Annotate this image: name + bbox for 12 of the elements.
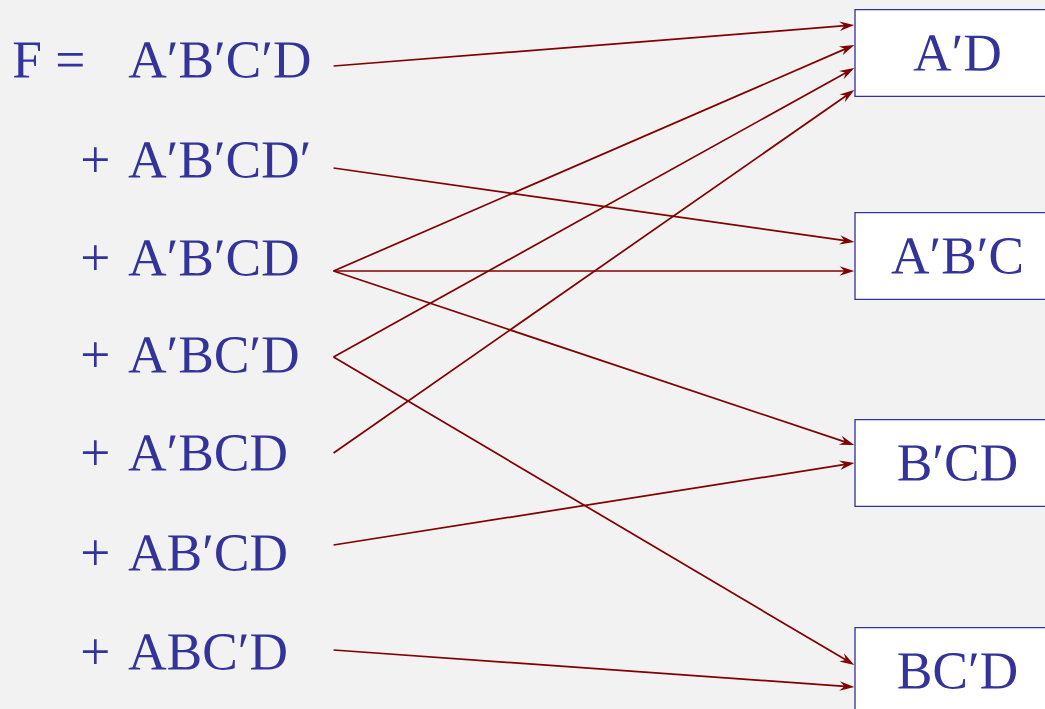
term-text: A′B′C′D: [128, 42, 310, 78]
term-box: A′D: [854, 9, 1045, 97]
term-text: + A′B′CD: [82, 240, 298, 276]
equation-label: F =: [13, 42, 83, 78]
term-text: + A′BC′D: [82, 337, 298, 373]
term-text: + ABC′D: [82, 634, 286, 670]
term-text: + A′BCD: [82, 435, 286, 471]
term-box: BC′D: [854, 627, 1045, 709]
term-box: A′B′C: [854, 212, 1045, 300]
term-text: + A′B′CD′: [82, 142, 309, 178]
term-box: B′CD: [854, 419, 1045, 507]
term-text: + AB′CD: [82, 535, 286, 571]
